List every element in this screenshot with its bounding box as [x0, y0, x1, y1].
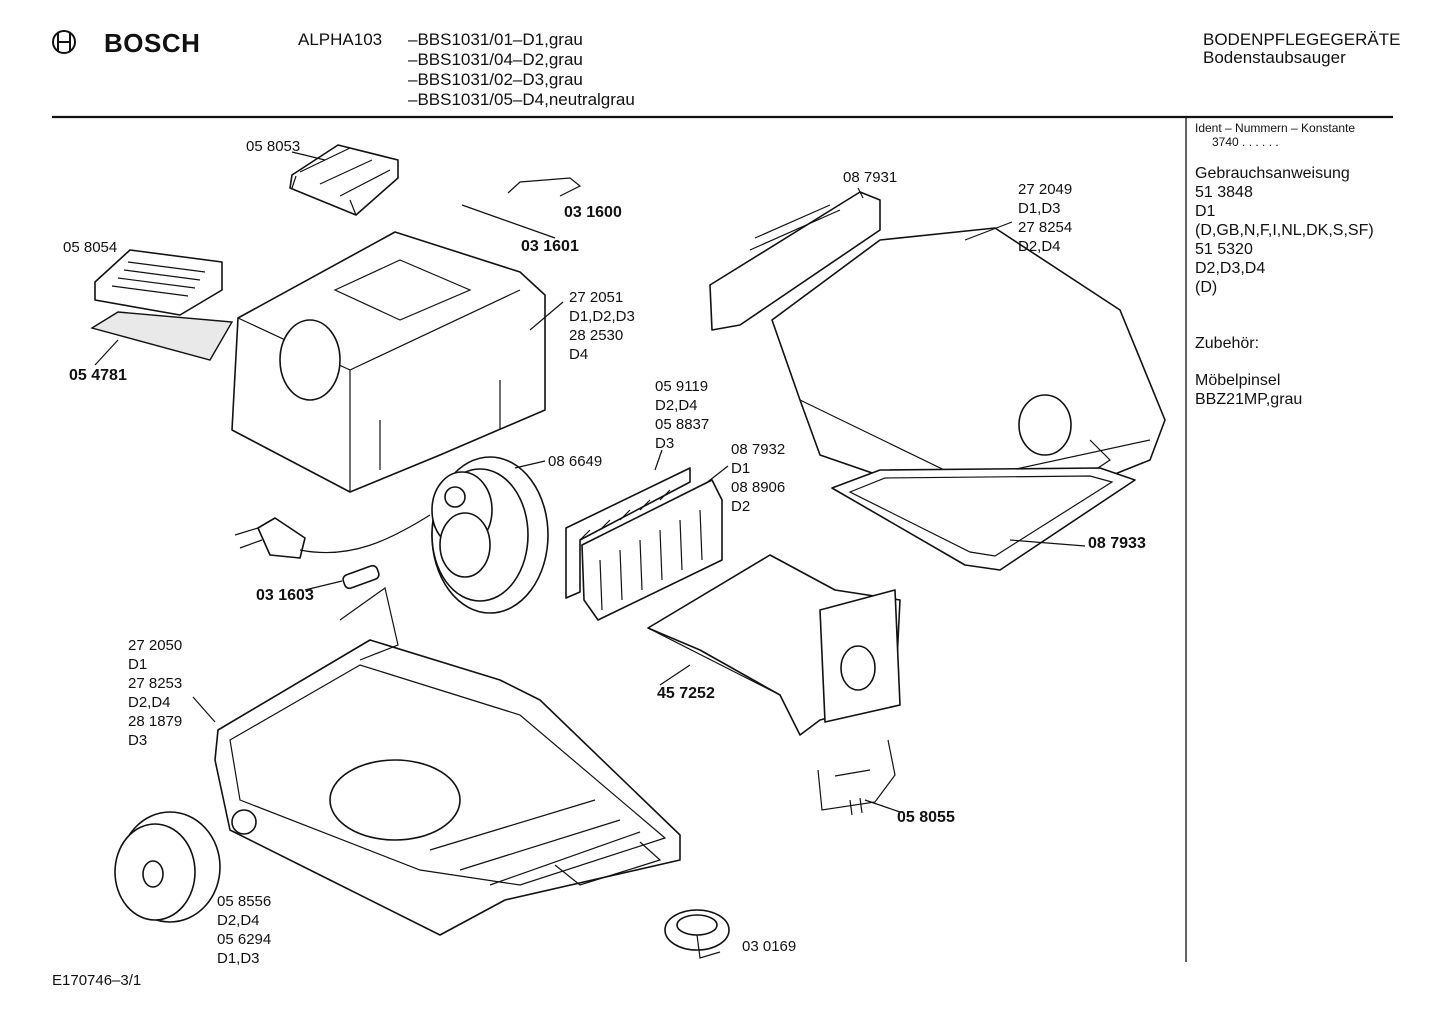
manual-lines: 51 3848 D1 (D,GB,N,F,I,NL,DK,S,SF) 51 53… [1195, 183, 1374, 297]
label-272049: 27 2049 D1,D3 27 8254 D2,D4 [1018, 180, 1072, 256]
label-058054: 05 8054 [63, 239, 118, 256]
ident-title: Ident – Nummern – Konstante [1195, 121, 1356, 135]
manual-line: (D,GB,N,F,I,NL,DK,S,SF) [1195, 222, 1374, 239]
variant-list: –BBS1031/01–D1,grau –BBS1031/04–D2,grau … [408, 30, 635, 110]
part-457252-dust-bag [647, 554, 901, 736]
manual-line: (D) [1195, 279, 1218, 296]
label-line: D3 [655, 435, 675, 452]
label-030169: 03 0169 [742, 938, 797, 955]
part-272050-bottom-housing [214, 586, 681, 936]
label-line: D1,D3 [217, 950, 260, 967]
label-line: D2 [731, 498, 751, 515]
label-line: D2,D4 [217, 912, 260, 929]
part-031603-cable-stop [342, 564, 380, 590]
accessory-title: Zubehör: [1195, 335, 1260, 352]
variant-item: –BBS1031/01–D1,grau [408, 30, 583, 49]
category-subtitle: Bodenstaubsauger [1203, 48, 1346, 67]
bosch-logo-icon [52, 30, 76, 54]
label-line: 08 7932 [731, 441, 786, 458]
part-272049-top-cover [771, 227, 1166, 506]
manual-line: D1 [1195, 203, 1216, 220]
label-058055: 05 8055 [897, 809, 955, 826]
label-line: 28 2530 [569, 327, 624, 344]
part-087932-motor-filter [581, 479, 723, 621]
variant-item: –BBS1031/04–D2,grau [408, 50, 583, 69]
label-058556: 05 8556 D2,D4 05 6294 D1,D3 [217, 892, 271, 968]
label-031600: 03 1600 [564, 204, 622, 221]
model-name: ALPHA103 [298, 30, 383, 49]
label-line: D3 [128, 732, 148, 749]
manual-line: 51 5320 [1195, 241, 1253, 258]
label-line: 05 9119 [655, 378, 709, 395]
label-line: D1,D2,D3 [569, 308, 635, 325]
part-059119-filter-frame [565, 467, 691, 599]
label-086649: 08 6649 [548, 453, 603, 470]
brand-name: BOSCH [104, 28, 201, 58]
label-line: D2,D4 [128, 694, 171, 711]
label-272050: 27 2050 D1 27 8253 D2,D4 28 1879 D3 [128, 636, 182, 750]
label-272051: 27 2051 D1,D2,D3 28 2530 D4 [569, 288, 635, 364]
label-line: 05 8837 [655, 416, 710, 433]
label-054781: 05 4781 [69, 367, 127, 384]
label-line: 27 8254 [1018, 219, 1073, 236]
label-line: D1,D3 [1018, 200, 1061, 217]
manual-title: Gebrauchsanweisung [1195, 165, 1350, 182]
label-031603: 03 1603 [256, 587, 314, 604]
part-086649-cable-reel [431, 456, 549, 614]
label-line: D1 [731, 460, 751, 477]
label-line: 28 1879 [128, 713, 183, 730]
category-title: BODENPFLEGEGERÄTE [1203, 30, 1401, 49]
label-line: 27 2050 [128, 637, 183, 654]
ident-value: 3740 . . . . . . [1212, 135, 1279, 149]
part-030169-castor [664, 909, 730, 959]
part-087933-seal [831, 467, 1136, 571]
accessory-line: Möbelpinsel [1195, 372, 1281, 389]
label-line: 27 8253 [128, 675, 183, 692]
part-058055-bag-holder [817, 739, 896, 816]
label-line: D1 [128, 656, 148, 673]
label-087933: 08 7933 [1088, 535, 1146, 552]
part-054781-filter-mat [90, 311, 234, 361]
variant-item: –BBS1031/05–D4,neutralgrau [408, 90, 635, 109]
part-058053-filter-cover [289, 144, 399, 216]
part-058556-wheel [114, 811, 221, 923]
plug-cable [234, 514, 431, 559]
manual-line: D2,D3,D4 [1195, 260, 1266, 277]
label-031601: 03 1601 [521, 238, 579, 255]
label-line: 08 8906 [731, 479, 786, 496]
label-087932: 08 7932 D1 08 8906 D2 [731, 440, 785, 516]
part-272051-top-housing [231, 231, 546, 493]
label-line: D2,D4 [655, 397, 698, 414]
label-line: D4 [569, 346, 589, 363]
accessory-line: BBZ21MP,grau [1195, 391, 1303, 408]
label-line: 27 2051 [569, 289, 624, 306]
manual-line: 51 3848 [1195, 184, 1253, 201]
label-line: D2,D4 [1018, 238, 1061, 255]
label-058053: 05 8053 [246, 138, 301, 155]
variant-item: –BBS1031/02–D3,grau [408, 70, 583, 89]
label-line: 27 2049 [1018, 181, 1073, 198]
label-line: 05 6294 [217, 931, 272, 948]
label-line: 05 8556 [217, 893, 272, 910]
drawing-id: E170746–3/1 [52, 972, 142, 989]
label-059119: 05 9119 D2,D4 05 8837 D3 [655, 377, 709, 453]
part-058054-grille [94, 249, 223, 316]
accessory-lines: Möbelpinsel BBZ21MP,grau [1195, 371, 1302, 409]
label-457252: 45 7252 [657, 685, 715, 702]
label-087931: 08 7931 [843, 169, 898, 186]
